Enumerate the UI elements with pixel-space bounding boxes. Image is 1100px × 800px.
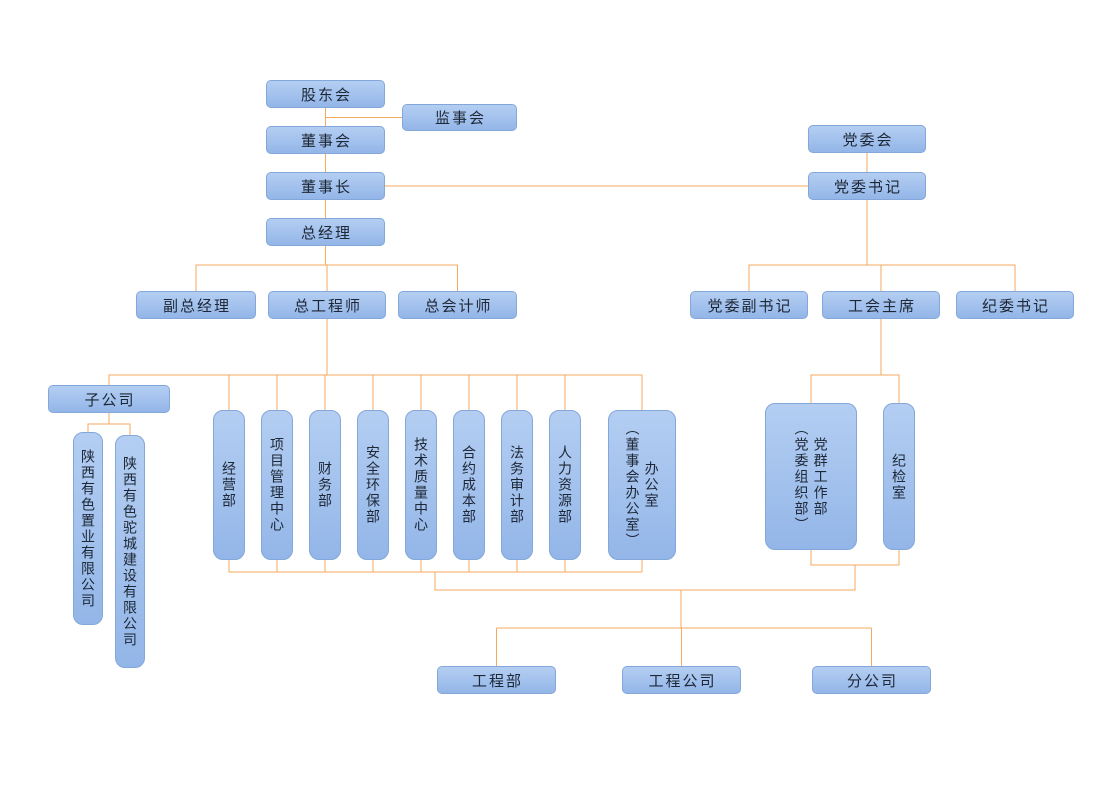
node-label: 股东会 [300,86,352,104]
node-label: 工会主席 [847,297,916,315]
node-hr-dept: 人力资源部 [549,410,581,560]
node-contract-cost-dept: 合约成本部 [453,410,485,560]
node-labor-union-chairman: 工会主席 [822,291,940,319]
node-label: 党群工作部 [812,436,829,517]
node-subsidiaries: 子公司 [48,385,170,413]
node-label: 工程部 [471,672,523,690]
node-label: 董事长 [300,178,352,196]
node-label: 监事会 [434,110,486,127]
node-project-management-center: 项目管理中心 [261,410,293,560]
node-label: 党委会 [842,131,894,149]
node-label: 总会计师 [424,297,493,315]
node-label: 经营部 [221,461,238,509]
node-label: 法务审计部 [509,445,526,525]
node-label: 副总经理 [162,297,231,315]
node-deputy-general-manager: 副总经理 [136,291,256,319]
node-party-committee: 党委会 [808,125,926,153]
node-label: 纪委书记 [981,297,1050,315]
node-party-mass-work-dept: 党群工作部 （党委组织部） [765,403,857,550]
node-shareholders-meeting: 股东会 [266,80,385,108]
node-discipline-committee-secretary: 纪委书记 [956,291,1074,319]
node-board-of-directors: 董事会 [266,126,385,154]
node-engineering-company: 工程公司 [622,666,741,694]
node-label: 总工程师 [293,297,362,315]
node-sublabel: （党委组织部） [793,420,810,533]
node-chief-accountant: 总会计师 [398,291,517,319]
node-label: 子公司 [84,391,136,409]
node-label: 陕西有色驼城建设有限公司 [122,455,139,648]
node-legal-audit-dept: 法务审计部 [501,410,533,560]
node-tech-quality-center: 技术质量中心 [405,410,437,560]
node-chairman: 董事长 [266,172,385,200]
node-discipline-inspection-office: 纪检室 [883,403,915,550]
node-label: 工程公司 [648,672,717,690]
node-label: 技术质量中心 [413,437,430,533]
node-sublabel: （董事会办公室） [624,421,641,549]
node-label: 党委书记 [833,178,902,196]
node-supervisory-board: 监事会 [402,104,517,131]
node-subsidiary-zhiye: 陕西有色置业有限公司 [73,432,103,625]
node-engineering-dept: 工程部 [437,666,556,694]
node-finance-dept: 财务部 [309,410,341,560]
node-label: 分公司 [846,672,898,690]
node-deputy-party-secretary: 党委副书记 [690,291,808,319]
node-chief-engineer: 总工程师 [268,291,386,319]
node-label: 项目管理中心 [269,437,286,533]
node-label: 财务部 [317,461,334,509]
node-operations-dept: 经营部 [213,410,245,560]
node-subsidiary-tuocheng: 陕西有色驼城建设有限公司 [115,435,145,668]
node-label: 党委副书记 [707,297,793,315]
node-label: 合约成本部 [461,445,478,525]
node-label: 纪检室 [891,452,908,501]
node-general-manager: 总经理 [266,218,385,246]
node-branch-company: 分公司 [812,666,931,694]
node-party-secretary: 党委书记 [808,172,926,200]
node-label: 董事会 [300,132,352,150]
node-safety-env-dept: 安全环保部 [357,410,389,560]
node-label: 安全环保部 [365,445,382,525]
node-label: 人力资源部 [557,445,574,525]
node-label: 总经理 [300,224,352,242]
node-general-office: 办公室 （董事会办公室） [608,410,676,560]
node-label: 办公室 [643,461,660,509]
node-label: 陕西有色置业有限公司 [80,448,97,609]
